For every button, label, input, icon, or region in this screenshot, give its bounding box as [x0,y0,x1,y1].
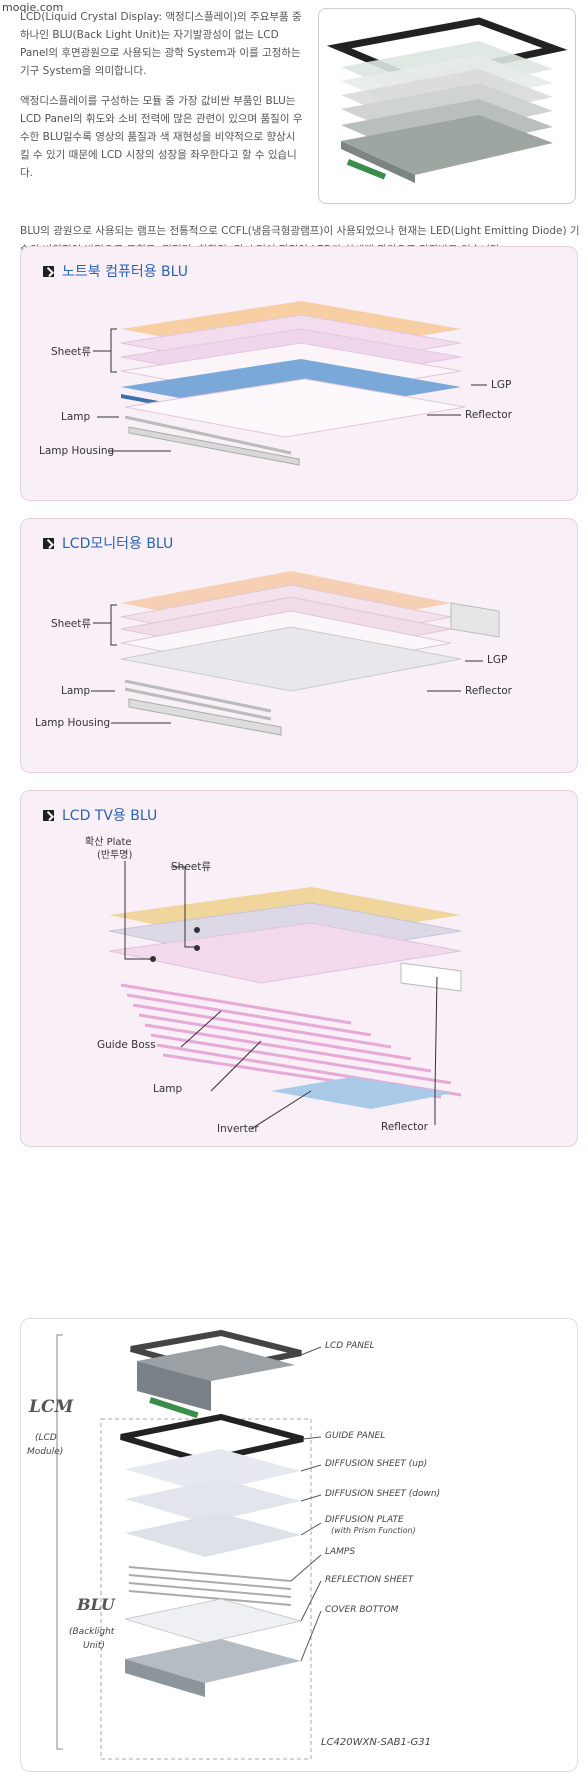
module-bracket [56,1334,63,1750]
watermark: moqie.com [2,1,64,14]
label-reflection-sheet: REFLECTION SHEET [325,1575,414,1585]
panel-title: LCD TV용 BLU [43,805,157,825]
reflection-sheet [124,1598,302,1644]
leader-line [300,1580,322,1622]
hero-pcb [346,159,387,180]
diffusion-plate [108,922,462,984]
lcd-panel-glass [137,1345,295,1381]
hero-cover-side [341,141,415,183]
sheet-bracket [110,604,117,646]
leader-line [290,1554,322,1582]
lcm-label: LCM [29,1397,74,1417]
leader-line [434,976,438,1125]
lgp-layer [120,626,462,692]
module-exploded-diagram [56,1329,322,1760]
label-reflector: Reflector [465,409,512,421]
leader-line [300,1494,322,1502]
leader-line [124,861,151,960]
panel-title: LCD모니터용 BLU [43,533,173,553]
label-guide-boss: Guide Boss [97,1039,156,1051]
label-diffusion-plate: DIFFUSION PLATE [325,1515,404,1525]
intro-text: LCD(Liquid Crystal Display: 액정디스플레이)의 주요… [20,8,305,194]
panel-title: 노트북 컴퓨터용 BLU [43,261,188,281]
blu-sub-1: (Backlight [69,1627,115,1637]
panel-module-breakdown: LCM (LCD Module) BLU (Backlight Unit) LC… [20,1318,578,1772]
label-lgp: LGP [491,379,512,391]
label-reflector: Reflector [465,685,512,697]
lcm-sub-2: Module) [27,1447,64,1457]
panel-monitor-blu: LCD모니터용 BLU Sheet류 LGP Lamp Reflector La… [20,518,578,773]
label-diffusion-sheet-up: DIFFUSION SHEET (up) [325,1459,428,1469]
label-lamp-housing: Lamp Housing [35,717,111,729]
label-sheet: Sheet류 [51,346,92,358]
label-guide-panel: GUIDE PANEL [325,1431,386,1441]
bullet-icon [43,809,54,821]
marker-dot [194,927,200,933]
lamp-housing-shape [128,698,282,736]
hero-cover [341,115,553,175]
marker-dot [150,956,156,962]
lamp-tube [124,415,292,455]
lamp-tube [124,679,272,713]
diffusion-plate [125,1513,301,1557]
label-sheet: Sheet류 [51,618,92,630]
lamp-array [120,983,462,1099]
label-lgp: LGP [487,654,508,666]
lamps [128,1566,292,1606]
hero-exploded-illustration [326,17,568,183]
label-inverter: Inverter [217,1123,259,1135]
marker-dot [194,945,200,951]
leader-line [300,1464,322,1472]
leader-line [302,1436,322,1440]
hero-exploded-image [318,8,576,204]
leader-line [300,1610,322,1662]
leader-line [210,1040,262,1092]
label-plate-sub: (반투명) [97,850,133,861]
label-cover-bottom: COVER BOTTOM [325,1605,399,1615]
blu-sub-2: Unit) [83,1641,105,1651]
label-plate: 확산 Plate [85,837,132,848]
blu-label: BLU [77,1595,115,1614]
intro-paragraph-2: 액정디스플레이를 구성하는 모듈 중 가장 값비싼 부품인 BLU는 LCD P… [20,95,303,179]
lamp-tube [124,687,272,721]
label-sheet: Sheet류 [171,861,212,873]
model-number: LC420WXN-SAB1-G31 [321,1737,431,1748]
leader-line [171,866,195,948]
panel-tv-blu: LCD TV용 BLU 확산 Plate (반투명) Sheet류 Guide … [20,790,578,1147]
lcd-panel-body [137,1361,211,1411]
label-reflector: Reflector [381,1121,428,1133]
panel-notebook-blu: 노트북 컴퓨터용 BLU Sheet류 LGP Lamp Reflector L… [20,246,578,501]
lamp-housing-shape [128,426,300,466]
label-lamp: Lamp [61,411,91,423]
diffusion-sheet-down [125,1479,301,1523]
bullet-icon [43,265,54,277]
label-lamps: LAMPS [325,1547,356,1557]
bullet-icon [43,537,54,549]
sheet-bracket [110,328,117,373]
label-lamp: Lamp [61,685,91,697]
label-lamp-housing: Lamp Housing [39,445,115,457]
monitor-blu-diagram [91,571,500,736]
frame-side [400,962,462,992]
diffusion-sheet-up [125,1449,301,1493]
frame-side [450,602,500,638]
inverter-board [271,1077,453,1109]
label-prism-function: (with Prism Function) [331,1526,416,1535]
label-diffusion-sheet-down: DIFFUSION SHEET (down) [325,1489,441,1499]
reflector-layer [124,378,466,438]
cover-bottom [125,1639,301,1683]
lcm-sub-1: (LCD [35,1433,57,1443]
cover-bottom-side [125,1659,205,1697]
intro-paragraph-1: LCD(Liquid Crystal Display: 액정디스플레이)의 주요… [20,11,302,77]
label-lamp: Lamp [153,1083,183,1095]
notebook-blu-diagram [93,301,487,466]
leader-line [300,1346,322,1356]
tv-blu-diagram [108,861,462,1130]
leader-line [180,1010,222,1048]
leader-line [250,1090,312,1130]
label-lcd-panel: LCD PANEL [325,1341,375,1351]
pcb-board [149,1397,199,1419]
leader-line [300,1522,322,1536]
